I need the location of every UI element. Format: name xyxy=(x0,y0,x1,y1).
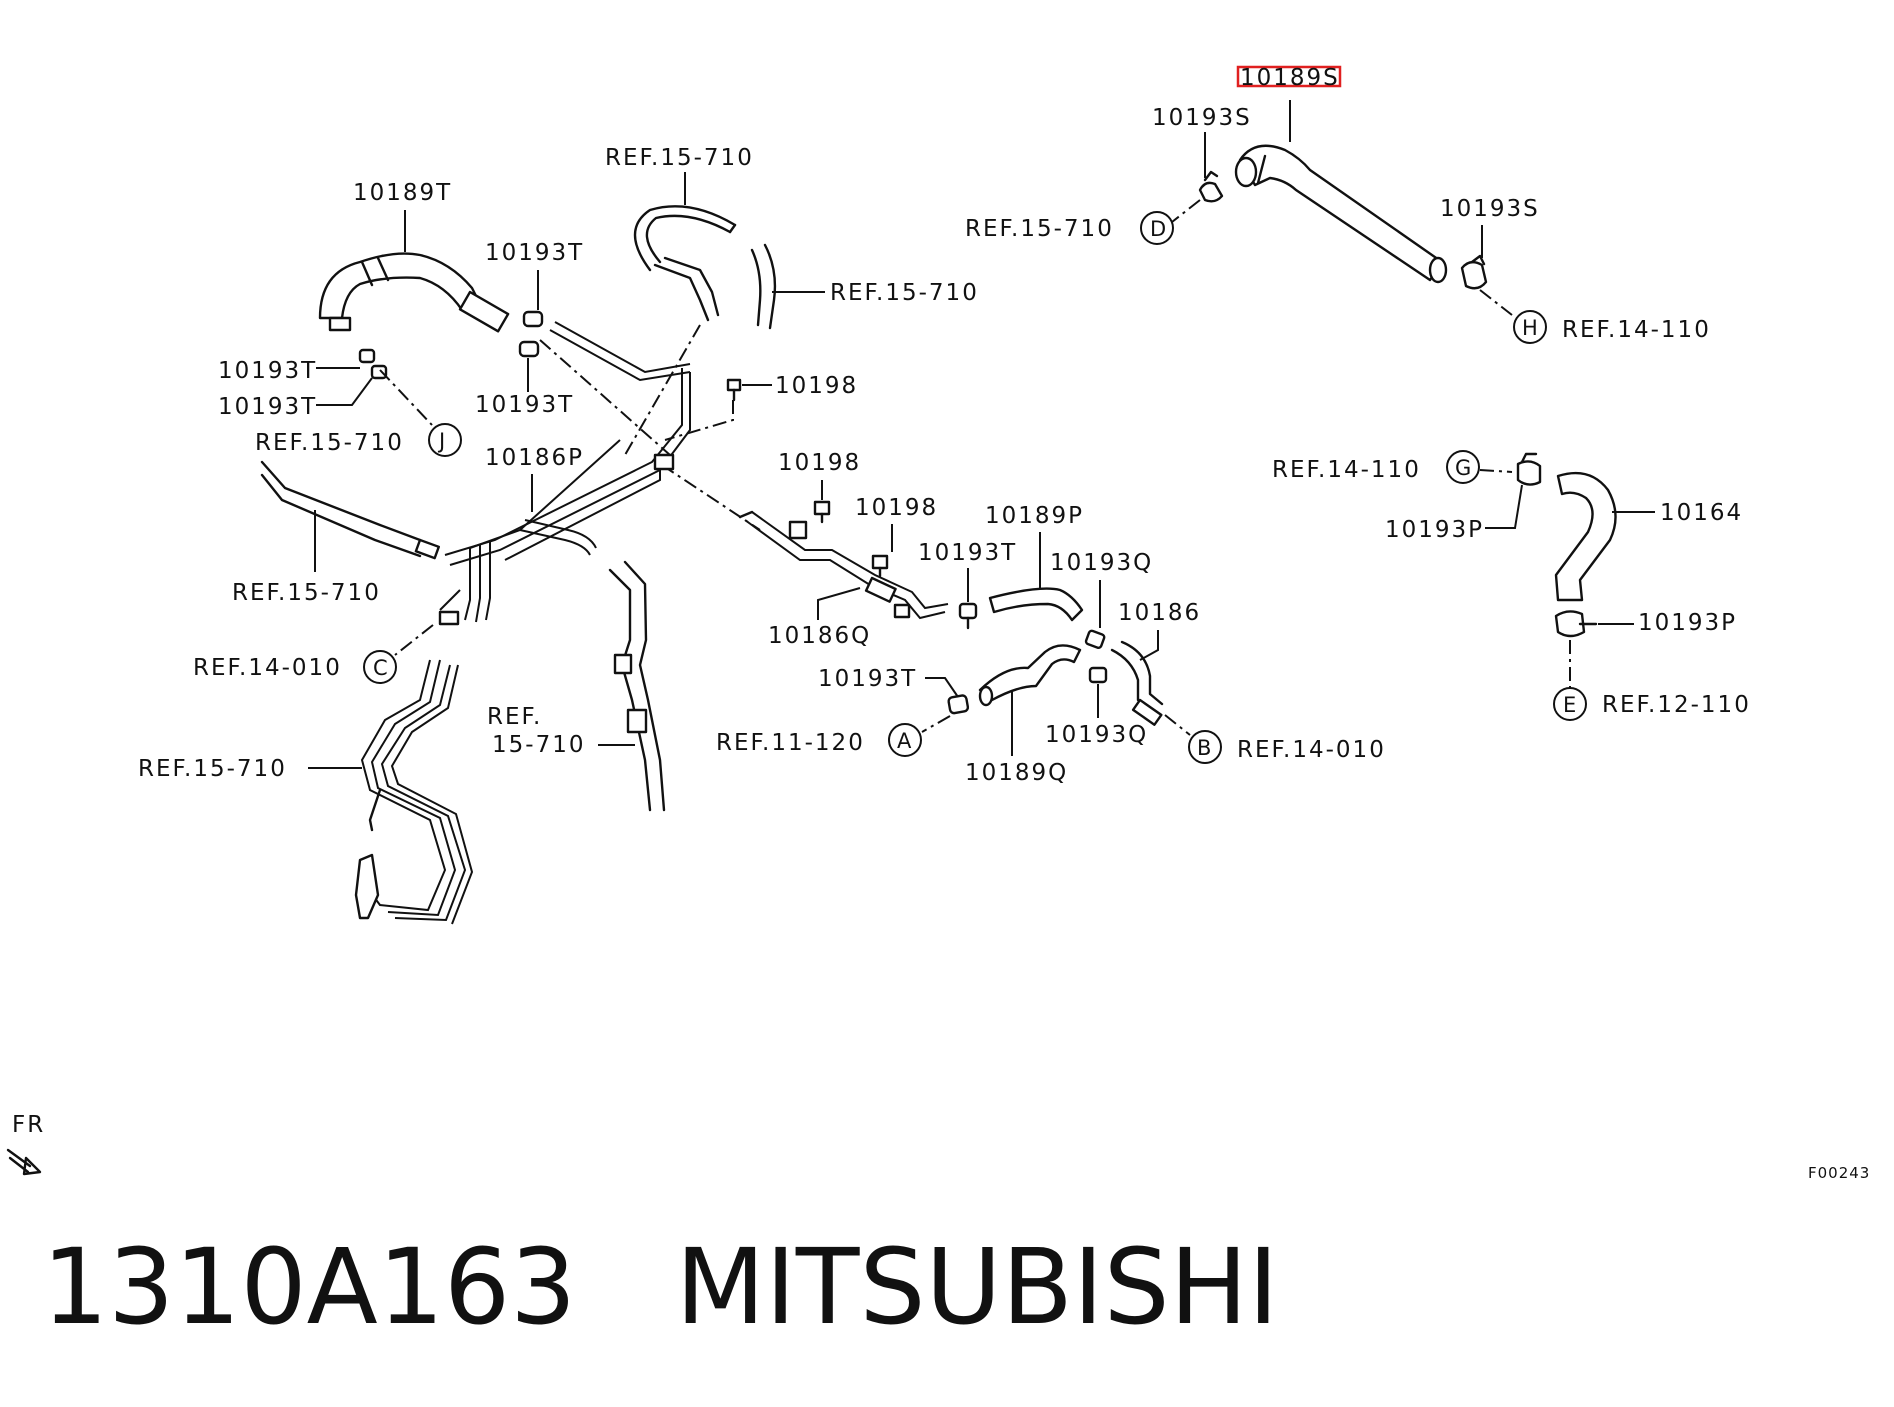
svg-text:A: A xyxy=(897,729,912,753)
label-ref-15-710-top[interactable]: REF.15-710 xyxy=(605,145,754,171)
pipe-bundle-bottom-left[interactable] xyxy=(354,659,474,925)
label-10186[interactable]: 10186 xyxy=(1118,600,1201,626)
bolt-10198-a[interactable] xyxy=(726,378,742,402)
clamp-10193t-f[interactable] xyxy=(947,694,970,715)
part-number: 1310A163 xyxy=(42,1226,577,1348)
label-ref-15-710-mid[interactable]: REF.15-710 xyxy=(830,280,979,306)
label-10189s[interactable]: 10189S xyxy=(1240,65,1340,91)
callout-c[interactable] xyxy=(363,650,397,684)
label-ref-a[interactable]: REF. xyxy=(487,704,542,730)
callout-d[interactable] xyxy=(1140,211,1174,245)
label-ref-15-710-left[interactable]: REF.15-710 xyxy=(232,580,381,606)
pipe-10186q[interactable] xyxy=(738,510,949,620)
hose-ref-15-710-mid[interactable] xyxy=(750,243,777,330)
label-10198-b[interactable]: 10198 xyxy=(778,450,861,476)
clamp-10193t-b[interactable] xyxy=(518,340,540,358)
svg-text:C: C xyxy=(373,656,388,680)
clamp-10193t-a[interactable] xyxy=(522,310,544,328)
pipe-10186p[interactable] xyxy=(438,321,691,626)
label-10193s-top[interactable]: 10193S xyxy=(1152,105,1252,131)
callout-b[interactable] xyxy=(1188,730,1222,764)
label-ref-14-010-c[interactable]: REF.14-010 xyxy=(193,655,342,681)
clamp-10193q-b[interactable] xyxy=(1088,666,1108,684)
svg-text:D: D xyxy=(1150,217,1166,241)
svg-text:J: J xyxy=(437,429,445,453)
label-ref-12-110-e[interactable]: REF.12-110 xyxy=(1602,692,1751,718)
label-ref-15-710-d[interactable]: REF.15-710 xyxy=(965,216,1114,242)
callout-j[interactable] xyxy=(428,423,462,457)
hose-10189s[interactable] xyxy=(1234,144,1448,284)
label-ref-15-710-bottom[interactable]: REF.15-710 xyxy=(138,756,287,782)
svg-text:G: G xyxy=(1455,456,1471,480)
bolt-10198-c[interactable] xyxy=(871,554,889,578)
figure-code: F00243 xyxy=(1808,1164,1870,1182)
clamp-10193s-top[interactable] xyxy=(1198,170,1224,203)
label-10193t-c[interactable]: 10193T xyxy=(218,358,317,384)
label-10198-c[interactable]: 10198 xyxy=(855,495,938,521)
label-ref-14-110-g[interactable]: REF.14-110 xyxy=(1272,457,1421,483)
hose-10189q[interactable] xyxy=(978,644,1082,707)
label-10189t[interactable]: 10189T xyxy=(353,180,452,206)
hose-ref-15-710-top[interactable] xyxy=(633,205,737,322)
svg-text:B: B xyxy=(1197,736,1211,760)
label-10193t-b[interactable]: 10193T xyxy=(475,392,574,418)
label-10193p-a[interactable]: 10193P xyxy=(1385,517,1484,543)
label-10189p[interactable]: 10189P xyxy=(985,503,1084,529)
highlight-box xyxy=(1236,65,1342,88)
clamp-10193p-a[interactable] xyxy=(1516,452,1542,486)
callout-h[interactable] xyxy=(1513,310,1547,344)
clamp-10193s-right[interactable] xyxy=(1460,254,1488,290)
clamp-10193p-b[interactable] xyxy=(1554,610,1598,638)
label-10193t-e[interactable]: 10193T xyxy=(918,540,1017,566)
label-10186q[interactable]: 10186Q xyxy=(768,623,871,649)
label-10198-a[interactable]: 10198 xyxy=(775,373,858,399)
label-10193p-b[interactable]: 10193P xyxy=(1638,610,1737,636)
clamps-10193t-left[interactable] xyxy=(358,348,388,380)
label-fr: FR xyxy=(12,1112,45,1138)
label-ref-b[interactable]: 15-710 xyxy=(492,732,585,758)
label-10193q-b[interactable]: 10193Q xyxy=(1045,722,1148,748)
callout-g[interactable] xyxy=(1446,450,1480,484)
label-10164[interactable]: 10164 xyxy=(1660,500,1743,526)
svg-text:E: E xyxy=(1563,693,1576,717)
brand-name: MITSUBISHI xyxy=(675,1226,1279,1348)
bolt-10198-b[interactable] xyxy=(813,500,831,524)
clamp-10193t-e[interactable] xyxy=(958,602,978,630)
label-ref-15-710-j[interactable]: REF.15-710 xyxy=(255,430,404,456)
label-10193t-d[interactable]: 10193T xyxy=(218,394,317,420)
clamp-10193q-a[interactable] xyxy=(1084,629,1106,649)
callout-a[interactable] xyxy=(888,723,922,757)
label-ref-11-120-a[interactable]: REF.11-120 xyxy=(716,730,865,756)
front-arrow-icon xyxy=(6,1148,42,1176)
label-ref-14-010-b[interactable]: REF.14-010 xyxy=(1237,737,1386,763)
part-caption: 1310A163 MITSUBISHI xyxy=(42,1226,1279,1348)
hose-ref-15-710-left[interactable] xyxy=(260,460,440,560)
svg-text:H: H xyxy=(1522,316,1538,340)
callout-e[interactable] xyxy=(1553,687,1587,721)
hose-ref-15-710-center[interactable] xyxy=(608,560,666,812)
label-10189q[interactable]: 10189Q xyxy=(965,760,1068,786)
hose-10186[interactable] xyxy=(1110,640,1164,726)
hose-10189t[interactable] xyxy=(318,252,510,333)
label-10193t-a[interactable]: 10193T xyxy=(485,240,584,266)
label-10186p[interactable]: 10186P xyxy=(485,445,584,471)
hose-10164[interactable] xyxy=(1554,471,1617,602)
label-10193q-a[interactable]: 10193Q xyxy=(1050,550,1153,576)
hose-10189p[interactable] xyxy=(988,587,1084,622)
label-10193t-f[interactable]: 10193T xyxy=(818,666,917,692)
label-ref-14-110-h[interactable]: REF.14-110 xyxy=(1562,317,1711,343)
label-10193s-right[interactable]: 10193S xyxy=(1440,196,1540,222)
